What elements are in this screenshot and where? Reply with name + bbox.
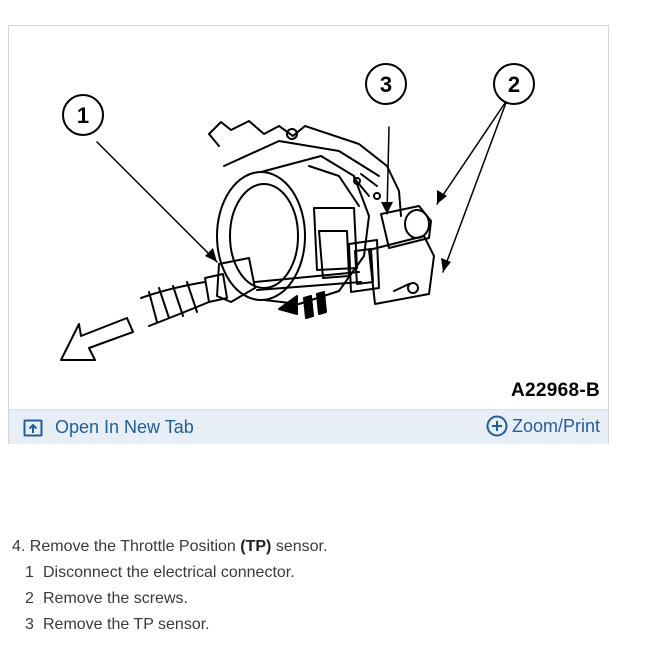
substep-text: Remove the screws. bbox=[43, 590, 188, 607]
substep-text: Remove the TP sensor. bbox=[43, 616, 210, 633]
figure-card: 1 3 2 A22968-B Open In New Tab Zoom/Prin… bbox=[8, 25, 609, 444]
step-text-end: sensor. bbox=[275, 538, 328, 555]
throttle-body-illustration: 1 3 2 bbox=[60, 63, 535, 361]
substep-number: 1 bbox=[25, 564, 34, 581]
figure-id: A22968-B bbox=[510, 380, 600, 401]
open-in-new-tab-label: Open In New Tab bbox=[55, 417, 194, 437]
callout-2: 2 bbox=[508, 72, 520, 97]
substep-text: Disconnect the electrical connector. bbox=[43, 564, 295, 581]
zoom-print-label: Zoom/Print bbox=[511, 415, 600, 436]
open-in-new-tab-link[interactable]: Open In New Tab bbox=[23, 417, 194, 438]
open-in-new-tab-icon bbox=[23, 419, 43, 436]
procedure-steps: 4. Remove the Throttle Position (TP) sen… bbox=[12, 537, 327, 641]
substep-number: 3 bbox=[25, 616, 34, 633]
step-text: Remove the Throttle Position bbox=[29, 538, 236, 555]
substep-number: 2 bbox=[25, 590, 34, 607]
substep-1: 1 Disconnect the electrical connector. bbox=[12, 563, 327, 589]
step-abbreviation: (TP) bbox=[240, 538, 272, 555]
substep-2: 2 Remove the screws. bbox=[12, 589, 327, 615]
step-number: 4. bbox=[12, 538, 26, 555]
plus-circle-icon bbox=[486, 415, 508, 437]
callout-1: 1 bbox=[77, 103, 89, 128]
zoom-print-link[interactable]: Zoom/Print bbox=[486, 415, 600, 437]
callout-3: 3 bbox=[380, 72, 392, 97]
step-4: 4. Remove the Throttle Position (TP) sen… bbox=[12, 537, 327, 563]
figure-toolbar: Open In New Tab Zoom/Print bbox=[9, 409, 608, 444]
substep-3: 3 Remove the TP sensor. bbox=[12, 615, 327, 641]
